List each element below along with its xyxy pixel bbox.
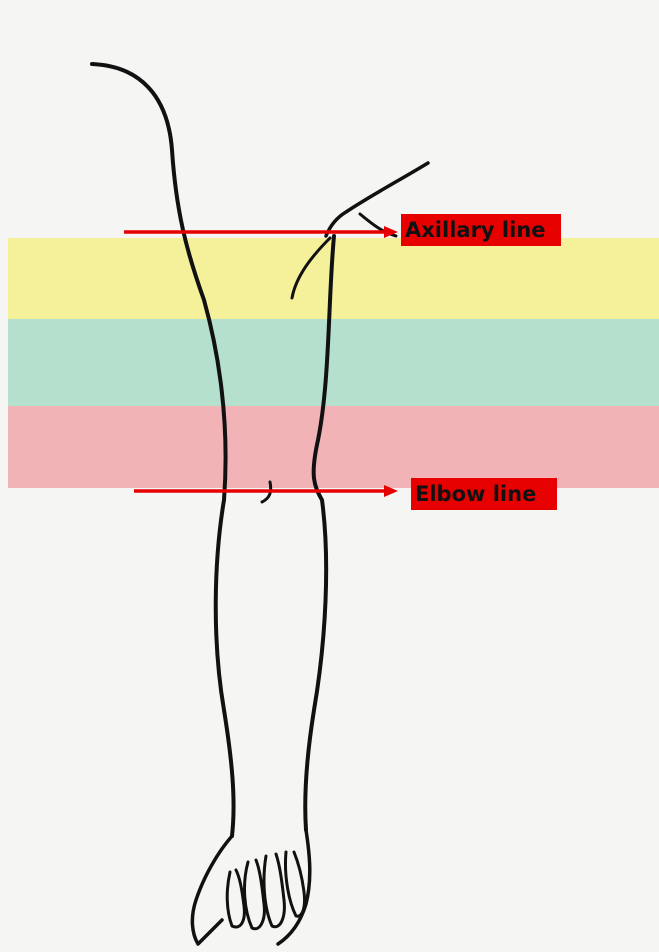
inner-upper-arm (305, 236, 334, 830)
elbow-arrow (134, 485, 398, 497)
finger-1 (227, 870, 244, 927)
finger-2 (245, 860, 265, 929)
axillary-line-label: Axillary line (401, 214, 561, 246)
inner-arm-contour (292, 238, 330, 298)
axillary-arrow (124, 226, 398, 238)
finger-3 (264, 854, 284, 927)
finger-4 (285, 852, 304, 916)
shoulder-contour (92, 64, 234, 836)
elbow-line-label: Elbow line (411, 478, 557, 510)
